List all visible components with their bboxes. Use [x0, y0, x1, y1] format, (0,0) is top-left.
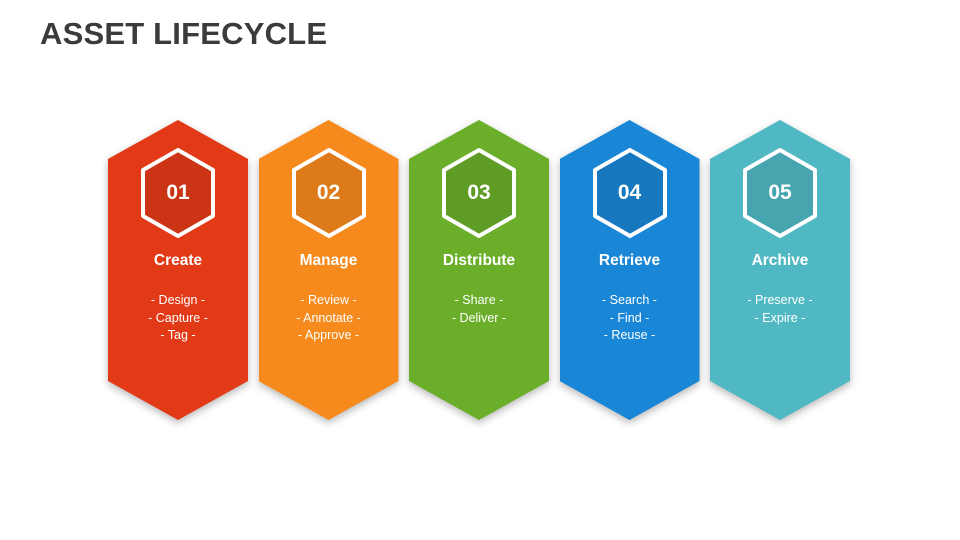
step-item: - Find - [609, 310, 650, 325]
step-item: - Approve - [297, 328, 360, 342]
step-card-background [710, 120, 850, 420]
elongated-hexagon-shape [108, 120, 248, 420]
hexagon-outline-icon [141, 148, 215, 238]
step-item: - Annotate - [296, 310, 361, 325]
page-title: ASSET LIFECYCLE [40, 16, 328, 51]
elongated-hexagon-shape [559, 120, 700, 420]
step-card-background [559, 120, 700, 420]
step-card-background [409, 120, 549, 420]
step-item: - Search - [602, 293, 657, 307]
step-number: 03 [467, 181, 491, 204]
step-number-badge: 01 [138, 146, 218, 240]
step-item: - Reuse - [603, 328, 656, 342]
elongated-hexagon-shape [258, 120, 399, 420]
step-number: 05 [768, 181, 792, 204]
step-number-badge: 03 [439, 146, 519, 240]
step-item-list: - Preserve - - Expire - [710, 292, 850, 327]
step-item: - Preserve - [747, 293, 813, 307]
step-item: - Capture - [148, 310, 208, 325]
step-number-badge: 02 [289, 146, 369, 240]
step-card-background [258, 120, 399, 420]
step-number-badge: 04 [590, 146, 670, 240]
step-item-list: - Search - - Find - - Reuse - [560, 292, 700, 345]
step-item: - Tag - [160, 328, 196, 342]
step-title: Archive [751, 252, 809, 269]
step-item: - Design - [150, 293, 206, 307]
step-number: 02 [316, 181, 341, 204]
step-item-list: - Review - - Annotate - - Approve - [259, 292, 399, 345]
step-item-list: - Share - - Deliver - [409, 292, 549, 327]
hexagon-outline-icon [442, 148, 516, 238]
step-number-badge: 05 [740, 146, 820, 240]
step-item: - Deliver - [451, 310, 507, 325]
hexagon-outline-icon [291, 148, 366, 238]
step-item: - Expire - [754, 310, 806, 325]
step-item: - Share - [454, 293, 504, 307]
step-item: - Review - [300, 293, 357, 307]
hexagon-outline-icon [592, 148, 667, 238]
step-title: Create [153, 252, 203, 269]
step-number: 04 [617, 181, 642, 204]
step-title: Manage [299, 252, 358, 269]
elongated-hexagon-shape [409, 120, 549, 420]
step-title: Distribute [442, 252, 516, 269]
elongated-hexagon-shape [710, 120, 850, 420]
step-card-background [108, 120, 248, 420]
step-number: 01 [166, 181, 190, 204]
hexagon-outline-icon [743, 148, 817, 238]
step-title: Retrieve [598, 252, 661, 269]
step-item-list: - Design - - Capture - - Tag - [108, 292, 248, 345]
